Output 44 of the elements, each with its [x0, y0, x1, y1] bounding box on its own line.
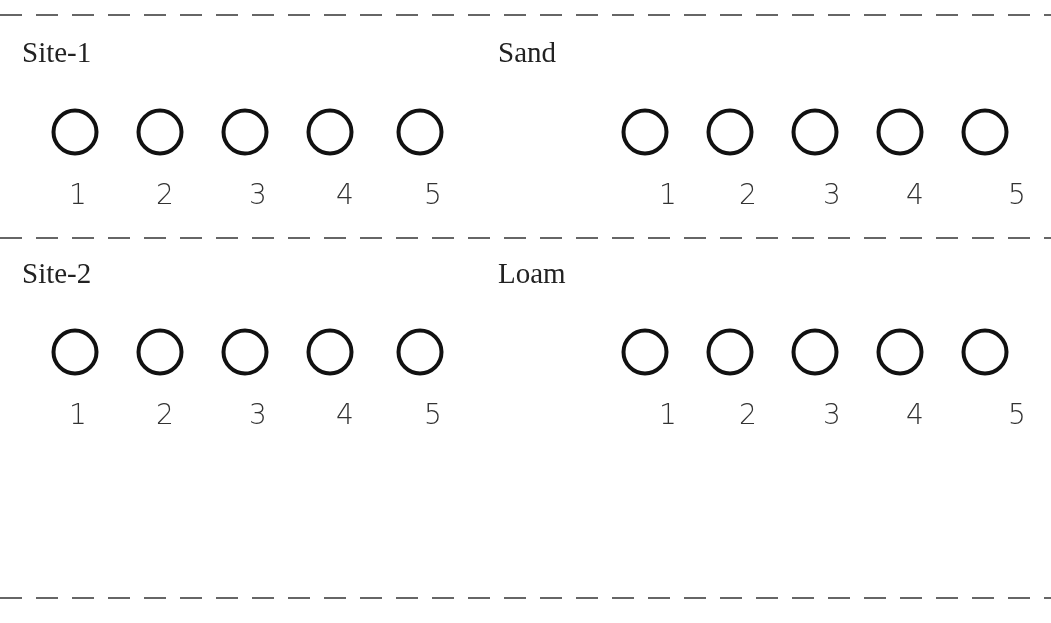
position-number: 2: [156, 178, 174, 211]
circle-marker: [961, 328, 1009, 376]
soil-label: Sand: [498, 36, 556, 69]
circle-marker: [396, 328, 444, 376]
circle-marker: [706, 328, 754, 376]
position-number: 3: [823, 178, 841, 211]
position-number: 4: [906, 178, 924, 211]
position-number: 3: [823, 398, 841, 431]
position-number: 5: [424, 398, 442, 431]
position-number: 2: [739, 178, 757, 211]
circle-marker: [306, 108, 354, 156]
soil-label: Loam: [498, 257, 566, 290]
position-number: 2: [156, 398, 174, 431]
circle-marker: [621, 108, 669, 156]
position-number: 1: [659, 398, 677, 431]
site-label: Site-1: [22, 36, 92, 69]
position-number: 3: [249, 398, 267, 431]
position-number: 4: [906, 398, 924, 431]
circle-marker: [876, 108, 924, 156]
position-number: 4: [336, 398, 354, 431]
position-number: 3: [249, 178, 267, 211]
position-number: 5: [1008, 398, 1026, 431]
position-number: 1: [69, 398, 87, 431]
circle-marker: [791, 108, 839, 156]
position-number: 4: [336, 178, 354, 211]
position-number: 2: [739, 398, 757, 431]
circle-marker: [961, 108, 1009, 156]
circle-marker: [136, 328, 184, 376]
position-number: 1: [69, 178, 87, 211]
circle-marker: [136, 108, 184, 156]
circle-marker: [791, 328, 839, 376]
position-number: 5: [424, 178, 442, 211]
site-label: Site-2: [22, 257, 92, 290]
circle-marker: [396, 108, 444, 156]
position-number: 1: [659, 178, 677, 211]
circle-marker: [876, 328, 924, 376]
circle-marker: [221, 108, 269, 156]
circle-marker: [306, 328, 354, 376]
circle-marker: [621, 328, 669, 376]
circle-marker: [221, 328, 269, 376]
circle-marker: [706, 108, 754, 156]
position-number: 5: [1008, 178, 1026, 211]
circle-marker: [51, 108, 99, 156]
circle-marker: [51, 328, 99, 376]
